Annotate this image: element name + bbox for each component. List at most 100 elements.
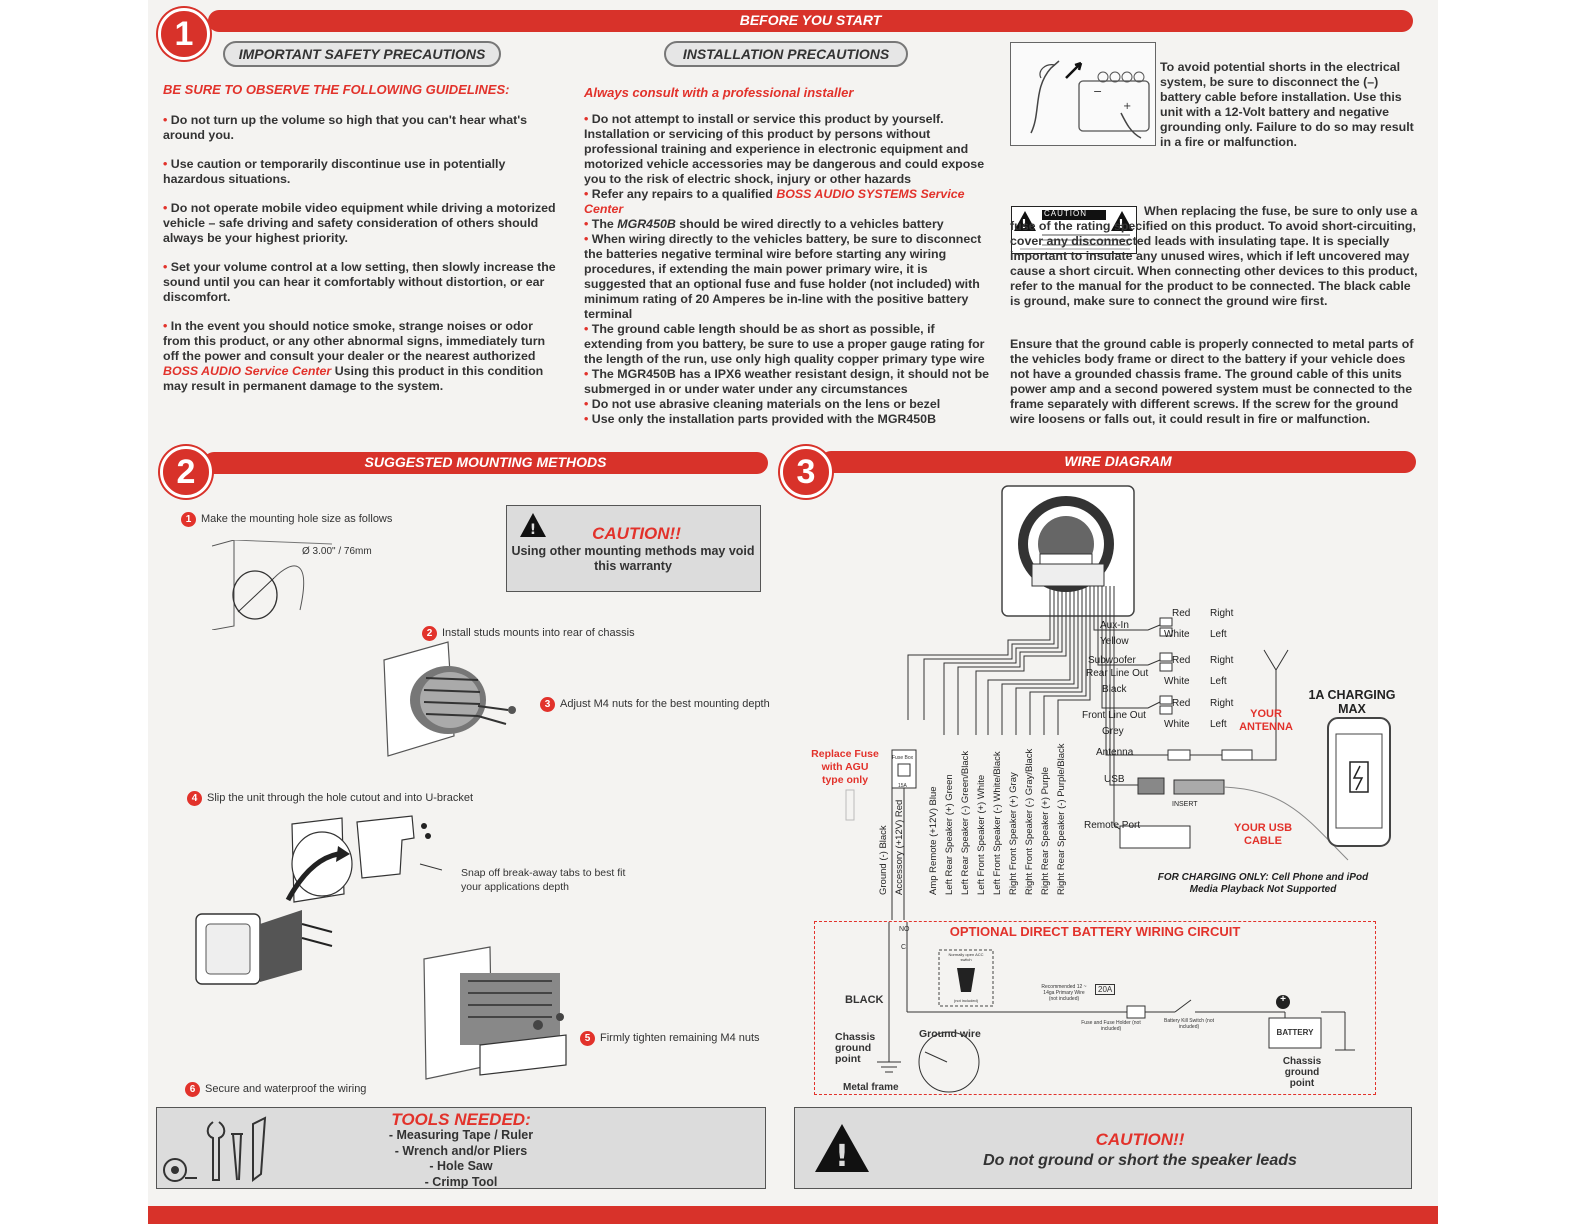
front-line-out-label: Front Line Out: [1082, 710, 1146, 721]
safety-item-text: Do not turn up the volume so high that y…: [163, 113, 528, 142]
fuse-20a-label: 20A: [1095, 984, 1116, 995]
warning-icon: !: [815, 1124, 869, 1174]
step-text: Firmly tighten remaining M4 nuts: [600, 1032, 760, 1044]
tools-list: - Measuring Tape / Ruler - Wrench and/or…: [157, 1128, 765, 1190]
install-item: • The MGR450B has a IPX6 weather resista…: [584, 367, 990, 396]
ground-wire-label: Ground wire: [919, 1028, 981, 1040]
rca-white-label: White: [1164, 629, 1190, 640]
mount-step-1: 1 Make the mounting hole size as follows: [181, 512, 392, 527]
wire-amp-remote-label: Amp Remote (+12V) Blue: [928, 786, 939, 895]
svg-text:!: !: [835, 1139, 849, 1174]
snap-tabs-note: Snap off break-away tabs to best fit you…: [461, 867, 626, 893]
install-item-text: Refer any repairs to a qualified: [591, 187, 777, 201]
ground-note: Ensure that the ground cable is properly…: [1010, 337, 1414, 426]
install-item: • Refer any repairs to a qualified BOSS …: [584, 187, 965, 216]
install-item-text: Use only the installation parts provided…: [591, 412, 937, 426]
fuse-box-label: Fuse Box: [892, 755, 914, 761]
mounting-caution-box: ! CAUTION!! Using other mounting methods…: [506, 505, 761, 592]
caution-sticker-label: CAUTION: [1044, 209, 1087, 218]
yellow-label: Yellow: [1100, 636, 1129, 647]
wire-accessory-label: Accessory (+12V) Red: [894, 799, 905, 895]
fuse-holder-label: Fuse and Fuse Holder (not included): [1081, 1020, 1141, 1032]
install-item: • Do not use abrasive cleaning materials…: [584, 397, 941, 411]
rca-white-label: White: [1164, 719, 1190, 730]
svg-text:!: !: [1118, 217, 1123, 231]
chassis-ground-label: Chassis ground point: [835, 1031, 876, 1065]
install-item: • Use only the installation parts provid…: [584, 412, 937, 426]
safety-item-text: Do not operate mobile video equipment wh…: [163, 201, 556, 245]
battery-label: BATTERY: [1276, 1028, 1314, 1037]
safety-item: • Set your volume control at a low setti…: [163, 260, 556, 304]
grey-label: Grey: [1102, 726, 1124, 737]
battery-plus-label: +: [1280, 994, 1286, 1005]
tool-item: - Wrench and/or Pliers: [394, 1143, 528, 1158]
usb-label: USB: [1104, 774, 1125, 785]
instruction-sheet: BEFORE YOU START 1 IMPORTANT SAFETY PREC…: [148, 0, 1438, 1224]
step-text: Adjust M4 nuts for the best mounting dep…: [560, 698, 770, 710]
acc-switch-label: Normally open ACC switch: [948, 952, 984, 962]
mounting-caution-title: CAUTION!!: [592, 524, 681, 543]
install-item: • The ground cable length should be as s…: [584, 322, 985, 366]
fuse-rating-label: 15A: [898, 783, 907, 789]
step-number: 3: [540, 697, 555, 712]
hole-cutout-illustration: [211, 539, 352, 635]
install-item-text: When wiring directly to the vehicles bat…: [584, 232, 982, 321]
step-text: Make the mounting hole size as follows: [201, 513, 393, 525]
svg-text:+: +: [1123, 101, 1131, 112]
safety-precautions-title: IMPORTANT SAFETY PRECAUTIONS: [223, 41, 501, 67]
tools-title: TOOLS NEEDED:: [391, 1110, 531, 1129]
install-subtitle: Always consult with a professional insta…: [584, 85, 854, 100]
install-item-text: The: [591, 217, 618, 231]
black-label: Black: [1102, 684, 1127, 695]
section-number-3: 3: [780, 446, 832, 498]
no-contact-label: NO: [899, 926, 910, 933]
rca-red-label: Red: [1172, 698, 1191, 709]
rear-line-out-label: Rear Line Out: [1086, 668, 1149, 679]
safety-item-text: Set your volume control at a low setting…: [163, 260, 556, 304]
chassis-ground-label-right: Chassis ground point: [1282, 1056, 1322, 1089]
battery-disconnect-illustration: − +: [1010, 42, 1156, 146]
wire-ground-label: Ground (-) Black: [878, 825, 889, 895]
install-item-text: The ground cable length should be as sho…: [584, 322, 985, 366]
fuse-note: When replacing the fuse, be sure to only…: [1010, 204, 1418, 308]
safety-item-text: Use caution or temporarily discontinue u…: [163, 157, 506, 186]
wire-rf-neg-label: Right Front Speaker (-) Gray/Black: [1024, 748, 1035, 895]
black-wire-label: BLACK: [845, 994, 884, 1006]
fuse-box-drawing: [891, 749, 917, 789]
step-text: Slip the unit through the hole cutout an…: [207, 792, 474, 804]
charging-note: FOR CHARGING ONLY: Cell Phone and iPod M…: [1157, 872, 1369, 895]
step-number: 6: [185, 1082, 200, 1097]
tool-item: - Hole Saw: [429, 1159, 493, 1173]
safety-item: • Use caution or temporarily discontinue…: [163, 157, 506, 186]
banner-title: SUGGESTED MOUNTING METHODS: [364, 454, 607, 470]
aux-in-label: Aux-In: [1100, 620, 1129, 631]
battery-note: To avoid potential shorts in the electri…: [1160, 60, 1414, 149]
rca-left-label: Left: [1210, 676, 1227, 687]
replace-fuse-note: Replace Fuse with AGU type only: [811, 748, 879, 786]
step-number: 1: [181, 512, 196, 527]
rca-left-label: Left: [1210, 719, 1227, 730]
your-usb-cable-label: YOUR USB CABLE: [1233, 822, 1293, 847]
charging-max-label: 1A CHARGING MAX: [1308, 688, 1396, 716]
mount-step-3: 3 Adjust M4 nuts for the best mounting de…: [540, 697, 770, 712]
warning-icon: !: [520, 513, 546, 538]
rca-right-label: Right: [1210, 698, 1234, 709]
wire-lf-pos-label: Left Front Speaker (+) White: [976, 774, 987, 895]
install-list: • Do not attempt to install or service t…: [584, 112, 992, 427]
metal-frame-label: Metal frame: [843, 1082, 899, 1093]
model-name: MGR450B: [617, 217, 676, 231]
wire-lr-pos-label: Left Rear Speaker (+) Green: [944, 774, 955, 895]
tool-item: - Measuring Tape / Ruler: [388, 1128, 534, 1142]
install-item-text: Do not use abrasive cleaning materials o…: [591, 397, 941, 411]
wire-lr-neg-label: Left Rear Speaker (-) Green/Black: [960, 750, 971, 895]
section-number-1: 1: [158, 8, 210, 60]
antenna-label: Antenna: [1096, 747, 1134, 758]
banner-title: BEFORE YOU START: [739, 12, 882, 28]
install-item-text: Do not attempt to install or service thi…: [584, 112, 985, 186]
rca-left-label: Left: [1210, 629, 1227, 640]
rca-right-label: Right: [1210, 655, 1234, 666]
remote-port-label: Remote Port: [1084, 820, 1141, 831]
mounting-banner: SUGGESTED MOUNTING METHODS: [203, 452, 768, 474]
